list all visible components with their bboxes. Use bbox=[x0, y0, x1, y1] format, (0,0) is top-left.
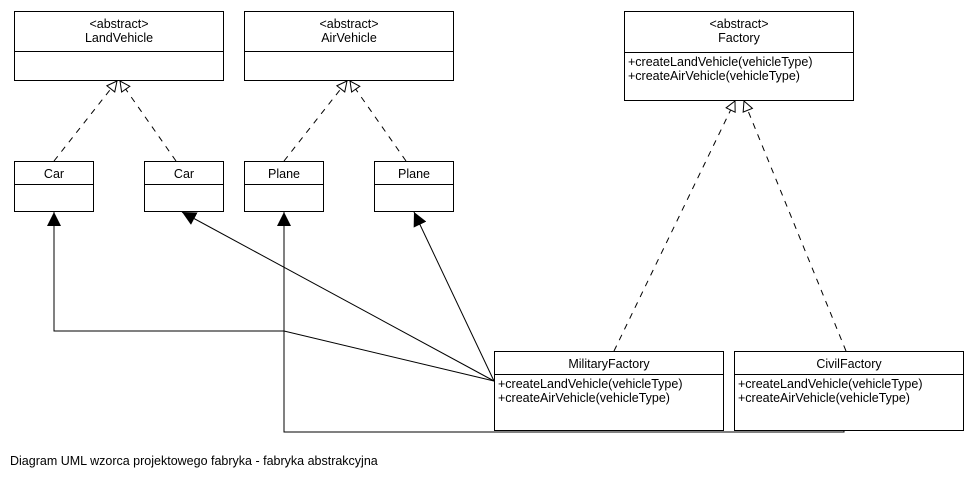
class-name: CivilFactory bbox=[816, 357, 882, 371]
operation-create-air-vehicle: +createAirVehicle(vehicleType) bbox=[738, 391, 910, 405]
class-name: MilitaryFactory bbox=[568, 357, 650, 371]
operation-create-land-vehicle: +createLandVehicle(vehicleType) bbox=[628, 55, 813, 69]
association-military-plane2 bbox=[413, 211, 495, 382]
class-name: Car bbox=[43, 167, 65, 181]
class-car-2[interactable]: Car bbox=[144, 161, 224, 212]
realization-military-factory bbox=[613, 101, 735, 352]
class-name: Plane bbox=[398, 167, 430, 181]
realization-plane2-airvehicle bbox=[350, 81, 407, 162]
realization-plane1-airvehicle bbox=[283, 81, 347, 162]
class-airvehicle[interactable]: <abstract> AirVehicle bbox=[244, 11, 454, 81]
operation-create-air-vehicle: +createAirVehicle(vehicleType) bbox=[498, 391, 670, 405]
association-military-car2 bbox=[181, 211, 495, 382]
class-stereotype: <abstract> bbox=[89, 17, 149, 31]
class-plane-1[interactable]: Plane bbox=[244, 161, 324, 212]
class-car-1[interactable]: Car bbox=[14, 161, 94, 212]
class-name: Factory bbox=[718, 31, 760, 45]
class-factory[interactable]: <abstract> Factory +createLandVehicle(ve… bbox=[624, 11, 854, 101]
realization-car2-landvehicle bbox=[120, 81, 177, 162]
realization-civil-factory bbox=[744, 101, 847, 352]
class-plane-2[interactable]: Plane bbox=[374, 161, 454, 212]
class-name: Plane bbox=[268, 167, 300, 181]
class-military-factory[interactable]: MilitaryFactory +createLandVehicle(vehic… bbox=[494, 351, 724, 431]
class-name: Car bbox=[173, 167, 195, 181]
class-name: AirVehicle bbox=[321, 31, 377, 45]
realization-car1-landvehicle bbox=[53, 81, 117, 162]
class-landvehicle[interactable]: <abstract> LandVehicle bbox=[14, 11, 224, 81]
operation-create-air-vehicle: +createAirVehicle(vehicleType) bbox=[628, 69, 800, 83]
class-stereotype: <abstract> bbox=[319, 17, 379, 31]
operation-create-land-vehicle: +createLandVehicle(vehicleType) bbox=[738, 377, 923, 391]
association-civil-plane1 bbox=[277, 212, 845, 433]
class-name: LandVehicle bbox=[84, 31, 154, 45]
association-military-car1 bbox=[47, 212, 495, 382]
diagram-caption: Diagram UML wzorca projektowego fabryka … bbox=[10, 454, 378, 468]
operation-create-land-vehicle: +createLandVehicle(vehicleType) bbox=[498, 377, 683, 391]
class-stereotype: <abstract> bbox=[709, 17, 769, 31]
class-civil-factory[interactable]: CivilFactory +createLandVehicle(vehicleT… bbox=[734, 351, 964, 431]
